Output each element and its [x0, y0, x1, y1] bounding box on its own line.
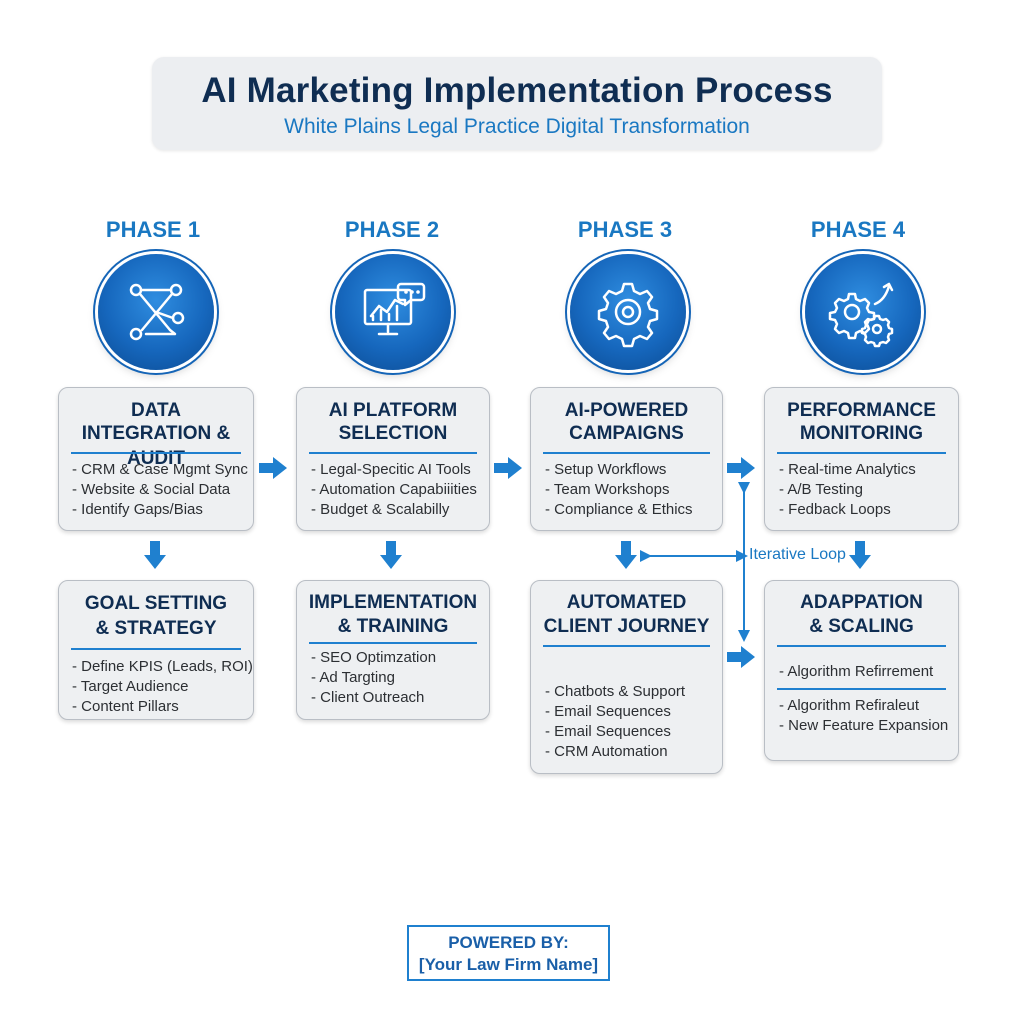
list-item: - CRM & Case Mgmt Sync — [72, 461, 248, 478]
card-item-list: - CRM & Case Mgmt Sync - Website & Socia… — [72, 460, 248, 520]
card-divider — [71, 648, 241, 650]
card-title-line-2: & TRAINING — [337, 616, 449, 637]
phase-4-label: PHASE 4 — [810, 217, 906, 242]
card-title-line-1: ADAPPATION — [800, 592, 923, 613]
card-data-integration: DATA INTEGRATION & AUDIT - CRM & Case Mg… — [58, 387, 254, 531]
phase-2-circle — [335, 254, 451, 370]
card-adaptation-scaling: ADAPPATION & SCALING - Algorithm Refirre… — [764, 580, 959, 761]
gears-arrow-icon — [828, 282, 894, 348]
card-title-line-2: MONITORING — [799, 423, 924, 444]
card-title-line-1: IMPLEMENTATION — [308, 592, 478, 613]
powered-by-box: POWERED BY: [Your Law Firm Name] — [407, 925, 610, 981]
card-performance-monitoring: PERFORMANCE MONITORING - Real-time Analy… — [764, 387, 959, 531]
iterative-loop-label: Iterative Loop — [749, 546, 846, 563]
page-subtitle: White Plains Legal Practice Digital Tran… — [284, 115, 750, 138]
arrow-right-icon — [494, 457, 522, 479]
card-item-list: - Define KPIS (Leads, ROI) - Target Audi… — [72, 657, 253, 717]
card-title-line-2: & SCALING — [809, 616, 914, 637]
network-nodes-icon — [129, 283, 185, 341]
card-title-line-1: AUTOMATED — [566, 592, 687, 613]
card-title-line-2: & STRATEGY — [95, 618, 217, 639]
card-item-list: - Algorithm Refiraleut - New Feature Exp… — [779, 696, 948, 736]
phase-3-circle — [570, 254, 686, 370]
arrow-right-icon — [259, 457, 287, 479]
gear-icon — [597, 282, 659, 348]
list-item: - Setup Workflows — [545, 461, 667, 478]
powered-by-label: POWERED BY: — [448, 933, 569, 952]
list-item: - New Feature Expansion — [779, 717, 949, 734]
list-item: - Email Sequences — [545, 723, 671, 740]
card-item-list: - Legal-Specitic AI Tools - Automation C… — [311, 460, 477, 520]
arrow-right-icon — [727, 646, 755, 668]
card-divider — [777, 645, 946, 647]
firm-name-placeholder: [Your Law Firm Name] — [418, 955, 599, 974]
card-ai-campaigns: AI-POWERED CAMPAIGNS - Setup Workflows -… — [530, 387, 723, 531]
list-item: - CRM Automation — [545, 743, 668, 760]
page-title: AI Marketing Implementation Process — [201, 71, 833, 110]
card-ai-platform: AI PLATFORM SELECTION - Legal-Specitic A… — [296, 387, 490, 531]
card-divider — [309, 452, 477, 454]
list-item: - Client Outreach — [311, 689, 425, 706]
card-divider — [71, 452, 241, 454]
list-item: - Automation Capabiiities — [311, 481, 477, 498]
card-title-line-2: SELECTION — [338, 423, 448, 444]
card-divider — [777, 688, 946, 690]
arrow-down-icon — [144, 541, 166, 569]
card-divider — [543, 645, 710, 647]
list-item: - Define KPIS (Leads, ROI) — [72, 658, 253, 675]
card-title-line-1: GOAL SETTING — [84, 593, 228, 614]
card-title-line-2: CAMPAIGNS — [569, 423, 684, 444]
list-item: - Fedback Loops — [779, 501, 891, 518]
card-divider — [543, 452, 710, 454]
card-divider — [777, 452, 946, 454]
phase-2-label: PHASE 2 — [344, 217, 440, 242]
list-item: - Compliance & Ethics — [545, 501, 693, 518]
card-item-list: - SEO Optimzation - Ad Targting - Client… — [311, 648, 436, 708]
list-item: - Legal-Specitic AI Tools — [311, 461, 471, 478]
list-item: - Identify Gaps/Bias — [72, 501, 203, 518]
card-implementation-training: IMPLEMENTATION & TRAINING - SEO Optimzat… — [296, 580, 490, 720]
card-goal-setting: GOAL SETTING & STRATEGY - Define KPIS (L… — [58, 580, 254, 720]
list-item: - SEO Optimzation — [311, 649, 437, 666]
card-automated-client-journey: AUTOMATED CLIENT JOURNEY - Chatbots & Su… — [530, 580, 723, 774]
card-title-line-1: PERFORMANCE — [787, 400, 936, 421]
list-item: - Target Audience — [72, 678, 189, 695]
monitor-chart-chat-icon — [363, 282, 426, 336]
card-title-line-1: DATA — [131, 400, 181, 421]
list-item: - Budget & Scalabilly — [311, 501, 450, 518]
phase-1-circle — [98, 254, 214, 370]
card-item-list: - Setup Workflows - Team Workshops - Com… — [545, 460, 693, 520]
arrow-right-icon — [727, 457, 755, 479]
phase-4-circle — [805, 254, 921, 370]
arrow-down-icon — [849, 541, 871, 569]
list-item: - Website & Social Data — [72, 481, 231, 498]
list-item: - Real-time Analytics — [779, 461, 916, 478]
phase-1-label: PHASE 1 — [105, 217, 201, 242]
arrow-down-icon — [615, 541, 637, 569]
card-item-list: - Chatbots & Support - Email Sequences -… — [545, 682, 685, 762]
list-item: - Algorithm Refirrement — [779, 663, 934, 680]
phase-3-label: PHASE 3 — [577, 217, 673, 242]
list-item: - A/B Testing — [779, 481, 863, 498]
title-banner: AI Marketing Implementation Process Whit… — [152, 57, 882, 150]
list-item: - Chatbots & Support — [545, 683, 686, 700]
arrow-down-icon — [380, 541, 402, 569]
card-item-list: - Real-time Analytics - A/B Testing - Fe… — [779, 460, 916, 520]
card-title-line-2: CLIENT JOURNEY — [543, 616, 710, 637]
list-item: - Content Pillars — [72, 698, 179, 715]
list-item: - Email Sequences — [545, 703, 671, 720]
card-title-line-1: AI-POWERED — [564, 400, 689, 421]
list-item: - Ad Targting — [311, 669, 395, 686]
card-title-line-1: AI PLATFORM — [328, 400, 458, 421]
card-divider — [309, 642, 477, 644]
list-item: - Team Workshops — [545, 481, 670, 498]
list-item: - Algorithm Refiraleut — [779, 697, 920, 714]
